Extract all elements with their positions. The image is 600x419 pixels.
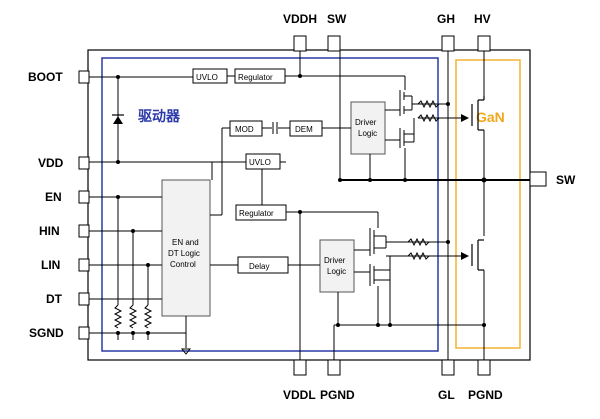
pin-label-vddh: VDDH: [283, 12, 317, 26]
pin-label-sw-right: SW: [556, 173, 576, 187]
block-delay: Delay: [237, 256, 289, 274]
pulldown-resistors: [113, 304, 153, 329]
gate-resistors: [407, 99, 440, 261]
driver-label: 驱动器: [138, 108, 181, 124]
pin-boot: [78, 70, 90, 84]
top-pins: VDDH SW GH HV: [283, 12, 491, 52]
block-en-dt-logic: EN and DT Logic Control: [161, 179, 211, 317]
pin-label-vddl: VDDL: [283, 388, 316, 402]
pin-label-boot: BOOT: [28, 70, 63, 84]
pin-dt: [78, 292, 90, 306]
pin-hv: [477, 35, 491, 52]
pin-label-sw-top: SW: [327, 12, 347, 26]
gan-low-side-transistor: [471, 239, 484, 271]
pin-label-dt: DT: [46, 292, 63, 306]
pin-pgnd-right: [477, 359, 491, 376]
gan-label: GaN: [476, 109, 505, 125]
block-regulator-mid: Regulator: [235, 204, 287, 221]
gan-region-border: [455, 59, 521, 349]
pin-hin: [78, 224, 90, 238]
pin-label-vdd: VDD: [38, 156, 64, 170]
pin-label-sgnd: SGND: [29, 326, 64, 340]
svg-text:Delay: Delay: [249, 262, 269, 271]
pin-pgnd-left: [327, 359, 341, 376]
bottom-pins: VDDL PGND GL PGND: [283, 359, 503, 402]
pin-vddl: [293, 359, 307, 376]
left-pins: BOOT VDD EN HIN LIN DT SGND: [28, 70, 90, 340]
svg-text:UVLO: UVLO: [249, 158, 271, 167]
block-mod: MOD: [229, 120, 263, 137]
ground-icon: [180, 348, 192, 355]
pin-gl: [441, 359, 455, 376]
pin-en: [78, 190, 90, 204]
pin-vdd: [78, 156, 90, 170]
pin-sw-right: [529, 171, 547, 187]
pin-sgnd: [78, 326, 90, 340]
svg-text:Logic: Logic: [327, 267, 346, 276]
wiring: [89, 51, 530, 360]
block-driver-logic-low: Driver Logic: [319, 239, 355, 293]
svg-text:Driver: Driver: [355, 118, 377, 127]
svg-text:DEM: DEM: [295, 125, 313, 134]
svg-text:UVLO: UVLO: [196, 73, 218, 82]
svg-text:Regulator: Regulator: [239, 209, 274, 218]
high-side-driver-transistors: [399, 90, 418, 148]
block-uvlo-mid: UVLO: [245, 153, 281, 170]
block-uvlo-top: UVLO: [192, 68, 228, 84]
pin-label-hin: HIN: [39, 224, 60, 238]
junction-dots: [116, 74, 487, 335]
pin-label-gl: GL: [438, 388, 455, 402]
pin-label-hv: HV: [474, 12, 491, 26]
pin-label-pgnd-right: PGND: [468, 388, 503, 402]
block-regulator-top: Regulator: [234, 68, 286, 84]
svg-text:Control: Control: [170, 260, 196, 269]
svg-text:Regulator: Regulator: [238, 73, 273, 82]
low-side-driver-transistors: [369, 228, 391, 286]
pin-label-lin: LIN: [41, 258, 60, 272]
block-dem: DEM: [289, 120, 323, 137]
block-driver-logic-high: Driver Logic: [350, 101, 386, 155]
svg-text:EN and: EN and: [172, 238, 199, 247]
pin-sw-top: [327, 35, 341, 52]
pin-label-gh: GH: [437, 12, 455, 26]
pin-label-en: EN: [45, 190, 62, 204]
svg-text:Driver: Driver: [324, 256, 346, 265]
boot-diode-icon: [112, 114, 124, 124]
svg-text:MOD: MOD: [235, 125, 254, 134]
svg-text:DT Logic: DT Logic: [168, 249, 200, 258]
pin-gh: [441, 35, 455, 52]
driver-region-border: [101, 57, 439, 352]
pin-label-pgnd-left: PGND: [320, 388, 355, 402]
pin-lin: [78, 258, 90, 272]
pin-vddh: [293, 35, 307, 52]
gan-high-side-transistor: [471, 96, 485, 131]
svg-text:Logic: Logic: [358, 129, 377, 138]
package-outline: [87, 49, 531, 361]
